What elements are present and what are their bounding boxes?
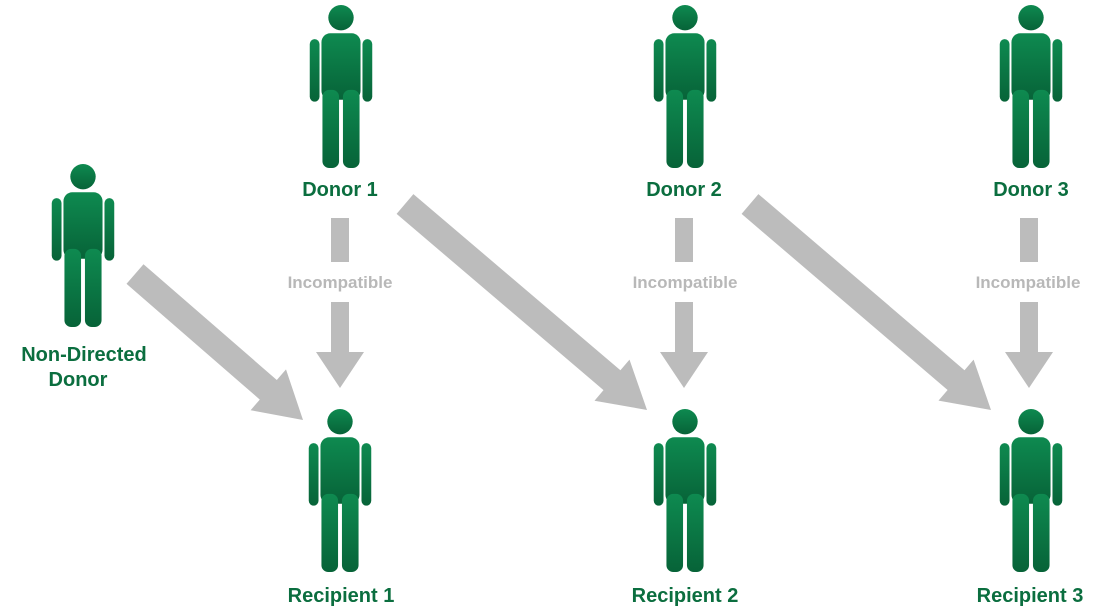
person-icon <box>653 408 717 573</box>
recipient-1: Recipient 1 <box>288 408 395 607</box>
arrow-donor-1-to-recipient-2 <box>396 194 647 410</box>
incompatible-arrow-3 <box>1005 302 1053 388</box>
non-directed-donor: Non-Directed Donor <box>21 163 147 391</box>
non-directed-donor-label-line1: Non-Directed <box>21 344 147 366</box>
incompatible-stub-3 <box>1020 218 1038 262</box>
donor-2: Donor 2 <box>646 4 722 201</box>
incompatible-arrow-2 <box>660 302 708 388</box>
incompatible-stub-1 <box>331 218 349 262</box>
person-icon <box>653 4 717 169</box>
person-icon <box>51 163 115 328</box>
donor-1-label: Donor 1 <box>302 179 378 201</box>
recipient-3-label: Recipient 3 <box>977 585 1084 607</box>
arrows-layer <box>126 194 1053 420</box>
incompatible-label-3: Incompatible <box>976 273 1081 292</box>
arrow-non-directed-to-recipient-1 <box>126 264 303 420</box>
incompatible-stub-2 <box>675 218 693 262</box>
recipient-2-label: Recipient 2 <box>632 585 739 607</box>
person-icon <box>309 4 373 169</box>
incompatible-label-1: Incompatible <box>288 273 393 292</box>
donor-3-label: Donor 3 <box>993 179 1069 201</box>
person-icon <box>999 4 1063 169</box>
incompatible-arrow-1 <box>316 302 364 388</box>
recipient-1-label: Recipient 1 <box>288 585 395 607</box>
donor-3: Donor 3 <box>993 4 1069 201</box>
arrow-donor-2-to-recipient-3 <box>741 194 991 410</box>
incompatible-label-2: Incompatible <box>633 273 738 292</box>
recipient-2: Recipient 2 <box>632 408 739 607</box>
non-directed-donor-label-line2: Donor <box>49 369 108 391</box>
person-icon <box>999 408 1063 573</box>
recipient-3: Recipient 3 <box>977 408 1084 607</box>
donor-2-label: Donor 2 <box>646 179 722 201</box>
person-icon <box>308 408 372 573</box>
donor-1: Donor 1 <box>302 4 378 201</box>
